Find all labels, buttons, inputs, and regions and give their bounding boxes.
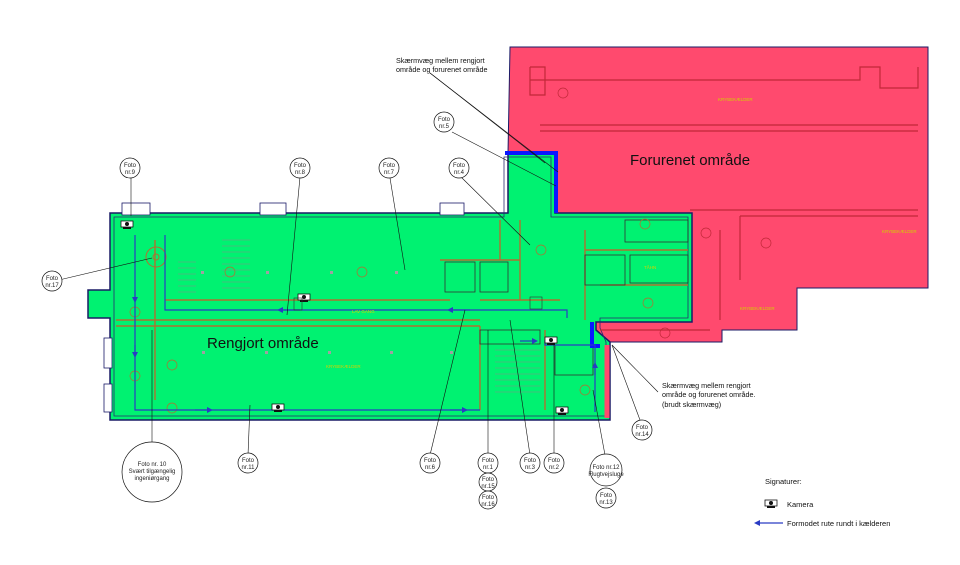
note-screen-wall-top: Skærmvæg mellem rengjort område og forur… [396,56,488,74]
svg-text:Foto nr. 10: Foto nr. 10 [138,462,167,468]
room-markers-contaminated [557,87,772,339]
svg-text:nr.1: nr.1 [483,465,494,471]
photo-marker-6: Foto nr.6 [419,452,441,474]
svg-text:nr.13: nr.13 [599,500,613,506]
svg-text:Foto: Foto [46,276,59,282]
svg-text:nr.7: nr.7 [384,170,395,176]
legend: Signaturer: Kamera Formodet rute rundt i… [754,477,890,528]
room-label-tahn: TÅHN [644,264,656,270]
svg-text:nr.5: nr.5 [439,124,450,130]
svg-text:Foto: Foto [242,458,255,464]
stair-hatching [178,239,540,393]
svg-text:Foto: Foto [524,458,537,464]
svg-text:ingeniørgang: ingeniørgang [134,476,169,482]
photo-marker-10: Foto nr. 10 Svært tilgængelig ingeniørga… [121,441,183,503]
equipment-block [529,296,543,310]
screen-wall-top [505,151,558,213]
photo-marker-4: Foto nr.4 [448,157,470,179]
photo-marker-14: Foto nr.14 [631,419,653,441]
svg-text:nr.3: nr.3 [525,465,536,471]
room-label-krybekaelder-right: KRYBEKÆLDER [882,229,917,234]
photo-marker-15: Foto nr.15 [478,472,498,492]
photo-marker-5: Foto nr.5 [433,111,455,133]
photo-marker-1: Foto nr.1 [477,452,499,474]
svg-text:(brudt skærmvæg): (brudt skærmvæg) [662,400,721,409]
svg-text:Foto: Foto [482,477,495,483]
spiral-stair [145,246,167,268]
svg-text:Foto: Foto [438,117,451,123]
svg-text:Foto: Foto [453,163,466,169]
svg-text:Foto: Foto [636,425,649,431]
legend-route-label: Formodet rute rundt i kælderen [787,519,890,528]
columns [201,271,453,354]
svg-text:nr.8: nr.8 [295,170,306,176]
photo-marker-3: Foto nr.3 [519,452,541,474]
svg-text:Foto: Foto [482,458,495,464]
svg-text:nr.15: nr.15 [481,484,495,490]
legend-title: Signaturer: [765,477,802,486]
legend-camera-label: Kamera [787,500,814,509]
svg-text:Foto: Foto [383,163,396,169]
svg-text:nr.2: nr.2 [549,465,560,471]
svg-text:nr.6: nr.6 [425,465,436,471]
room-label-krybekaelder-top: KRYBEKÆLDER [718,97,753,102]
photo-marker-12: Foto nr.12 Flugtvejsluge [588,453,624,487]
spiral-stair-core [152,253,160,261]
photo-marker-9: Foto nr.9 [119,157,141,179]
svg-text:nr.9: nr.9 [125,170,136,176]
svg-text:Skærmvæg mellem rengjort: Skærmvæg mellem rengjort [396,56,485,65]
svg-text:nr.17: nr.17 [45,283,59,289]
note-screen-wall-bottom: Skærmvæg mellem rengjort område og forur… [662,381,756,409]
screen-wall-bottom [590,322,600,348]
room-label-krybekaelder-mid: KRYBEKÆLDER [740,306,775,311]
photo-marker-11: Foto nr.11 [237,452,259,474]
svg-text:Foto: Foto [124,163,137,169]
zone-label-clean: Rengjort område [207,335,319,352]
svg-text:nr.14: nr.14 [635,432,649,438]
svg-text:område og forurenet område: område og forurenet område [396,65,488,74]
photo-marker-8: Foto nr.8 [289,157,311,179]
photo-marker-7: Foto nr.7 [378,157,400,179]
svg-text:Foto: Foto [482,495,495,501]
room-label-corridor: LAV GANG [352,309,375,314]
wall-niche [439,202,465,216]
svg-text:nr.16: nr.16 [481,502,495,508]
equipment-block [293,297,303,311]
svg-text:Foto: Foto [548,458,561,464]
photo-marker-13: Foto nr.13 [595,487,617,509]
wall-bump [103,383,113,413]
svg-text:Skærmvæg mellem rengjort: Skærmvæg mellem rengjort [662,381,751,390]
interior-walls-contaminated [529,66,919,331]
interior-walls-clean [116,220,688,410]
svg-text:Foto nr.12: Foto nr.12 [592,465,620,471]
svg-text:Flugtvejsluge: Flugtvejsluge [588,472,624,478]
photo-marker-16: Foto nr.16 [478,490,498,510]
photo-marker-17: Foto nr.17 [41,270,63,292]
legend-camera-icon [764,499,778,509]
svg-text:nr.11: nr.11 [242,465,256,471]
wall-niche [121,202,151,216]
zone-label-contaminated: Forurenet område [630,152,750,169]
svg-text:Foto: Foto [600,493,613,499]
svg-text:område og forurenet område.: område og forurenet område. [662,390,756,399]
wall-bump [103,337,113,369]
svg-text:nr.4: nr.4 [454,170,465,176]
svg-text:Foto: Foto [294,163,307,169]
leader-lines [58,72,659,456]
svg-text:Foto: Foto [424,458,437,464]
svg-text:Svært tilgængelig: Svært tilgængelig [129,469,176,475]
photo-marker-2: Foto nr.2 [543,452,565,474]
wall-niche [259,202,287,216]
room-label-krybekaelder-left: KRYBEKÆLDER [326,364,361,369]
